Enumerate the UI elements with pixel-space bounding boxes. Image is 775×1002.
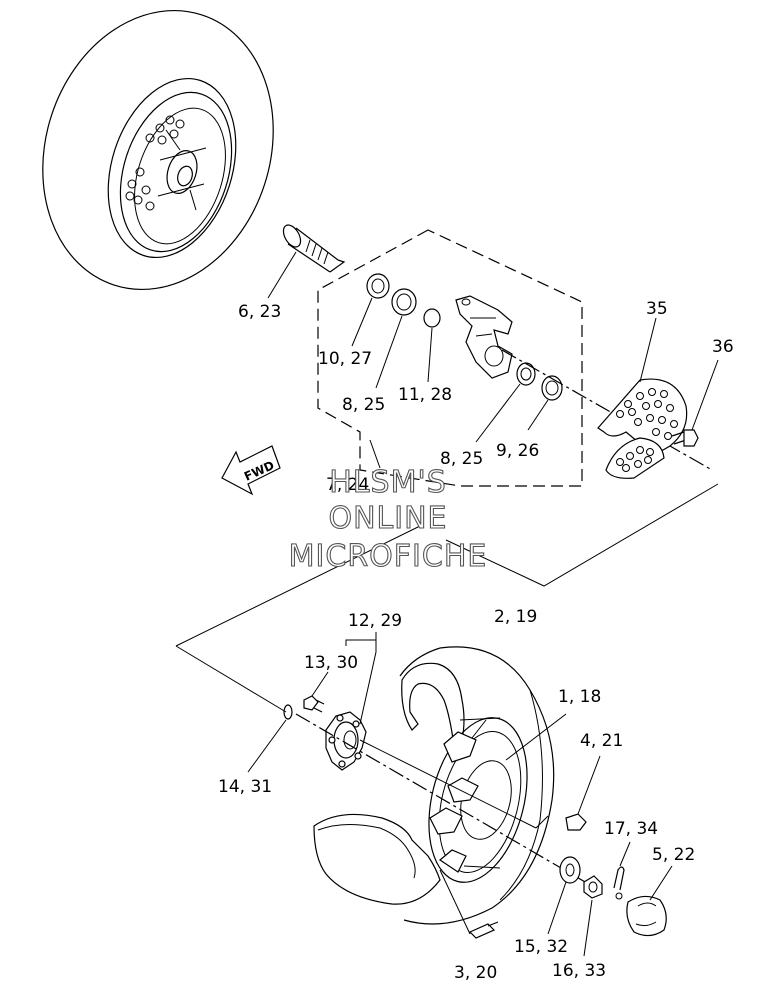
callout-4-21: 4, 21 xyxy=(580,731,623,751)
link-line-upper xyxy=(445,483,719,587)
cotter-pin xyxy=(613,866,625,900)
callout-6-23: 6, 23 xyxy=(238,302,281,322)
bearing-8-25-upper xyxy=(391,288,417,316)
rim-and-tire xyxy=(313,646,555,925)
watermark: HLSM'S ONLINE MICROFICHE xyxy=(288,464,488,574)
callout-15-32: 15, 32 xyxy=(514,937,568,957)
link-line-lower xyxy=(175,525,421,647)
callout-14-31: 14, 31 xyxy=(218,777,272,797)
callout-11-28: 11, 28 xyxy=(398,385,452,405)
callout-2-19: 2, 19 xyxy=(494,607,537,627)
lug-nut xyxy=(565,813,587,831)
o-ring xyxy=(283,704,293,720)
leader-6-23 xyxy=(267,251,297,299)
wheel-hub xyxy=(325,711,367,771)
callout-1-18: 1, 18 xyxy=(558,687,601,707)
reference-wheel xyxy=(42,9,274,291)
callout-12-29: 12, 29 xyxy=(348,611,402,631)
hub-bolt xyxy=(303,695,325,713)
seal-9-26 xyxy=(541,375,563,401)
watermark-line-2: ONLINE xyxy=(328,501,447,536)
callout-16-33: 16, 33 xyxy=(552,961,606,981)
brake-disc xyxy=(597,378,688,479)
steering-knuckle xyxy=(455,295,513,379)
callout-9-26: 9, 26 xyxy=(496,441,539,461)
callout-35: 35 xyxy=(646,299,668,319)
watermark-line-1: HLSM'S xyxy=(329,465,447,500)
hub-cap xyxy=(626,895,667,937)
callout-13-30: 13, 30 xyxy=(304,653,358,673)
fwd-arrow: FWD xyxy=(221,445,281,496)
callout-5-22: 5, 22 xyxy=(652,845,695,865)
valve-stem xyxy=(468,921,499,939)
callout-8-25-lower: 8, 25 xyxy=(440,449,483,469)
callout-36: 36 xyxy=(712,337,734,357)
callout-labels: 6, 23 10, 27 8, 25 11, 28 35 36 8, 25 9,… xyxy=(218,299,734,983)
knuckle-group-outline xyxy=(317,229,583,487)
callout-7-24: 7, 24 xyxy=(326,475,369,495)
callout-8-25-upper: 8, 25 xyxy=(342,395,385,415)
spacer-11-28 xyxy=(423,308,441,328)
seal-10-27 xyxy=(366,273,390,299)
callout-17-34: 17, 34 xyxy=(604,819,658,839)
callout-10-27: 10, 27 xyxy=(318,349,372,369)
watermark-line-3: MICROFICHE xyxy=(289,539,488,574)
callout-3-20: 3, 20 xyxy=(454,963,497,983)
bearing-8-25-lower xyxy=(516,362,536,386)
axle-nut xyxy=(583,875,603,899)
washer xyxy=(559,856,581,884)
stub-axle xyxy=(282,224,346,273)
